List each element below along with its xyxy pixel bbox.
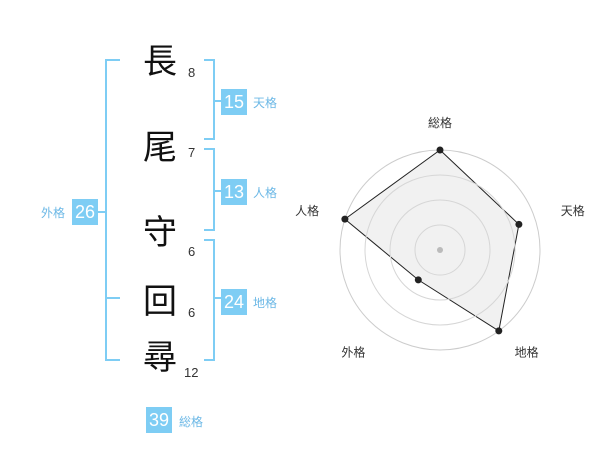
radar-axis-label-1: 総格 (428, 115, 452, 130)
radar-point-3 (495, 327, 503, 335)
tenkaku-badge: 15 (221, 89, 247, 115)
radar-axis-label-2: 天格 (561, 203, 585, 218)
radar-axis-label-3: 地格 (515, 345, 539, 360)
stroke-count-3: 6 (188, 244, 196, 259)
soukaku-badge: 39 (146, 407, 172, 433)
gaikaku-bracket (105, 59, 120, 361)
jinkaku-bracket (204, 148, 215, 231)
gaikaku-label: 外格 (41, 206, 66, 220)
chikaku-label: 地格 (253, 296, 278, 310)
name-char-1: 長 (143, 42, 177, 82)
jinkaku-label: 人格 (253, 186, 278, 200)
chikaku-badge: 24 (221, 289, 247, 315)
name-char-5: 尋 (143, 338, 177, 378)
stroke-count-1: 8 (188, 65, 196, 80)
name-char-2: 尾 (143, 128, 177, 168)
stroke-brackets (96, 59, 221, 361)
stroke-count-4: 6 (188, 305, 196, 320)
radar-ring-overlay (389, 199, 491, 301)
tenkaku-label: 天格 (253, 96, 278, 110)
radar-point-5 (341, 215, 349, 223)
radar-center-dot (437, 247, 443, 253)
gaikaku-badge: 26 (72, 199, 98, 225)
stroke-count-5: 12 (184, 365, 199, 380)
jinkaku-badge: 13 (221, 179, 247, 205)
radar-axis-label-5: 人格 (295, 203, 319, 218)
chikaku-bracket (204, 239, 215, 361)
soukaku-label: 総格 (179, 415, 204, 429)
name-char-4: 回 (143, 282, 177, 322)
radar-ring-overlay (414, 224, 466, 276)
radar-point-4 (414, 276, 422, 284)
radar-point-2 (515, 220, 523, 228)
name-char-3: 守 (143, 213, 177, 253)
tenkaku-bracket (204, 59, 215, 140)
radar-points (341, 146, 523, 335)
stroke-count-2: 7 (188, 145, 196, 160)
radar-ring-overlay (364, 174, 516, 326)
radar-point-1 (436, 146, 444, 154)
radar-axis-label-4: 外格 (341, 345, 365, 360)
